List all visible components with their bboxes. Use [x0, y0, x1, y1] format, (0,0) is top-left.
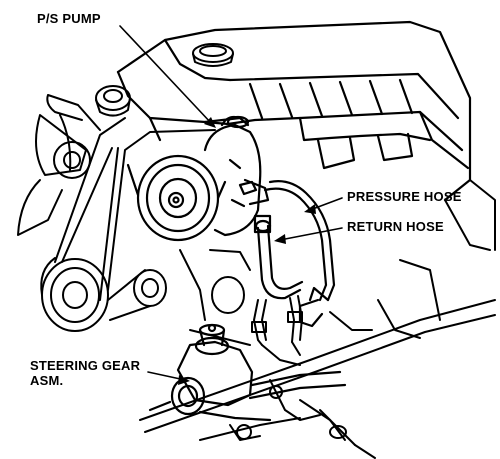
- hose-fittings: [251, 295, 303, 366]
- frame-rail: [139, 299, 496, 441]
- arrowheads: [178, 117, 316, 385]
- cooling-fan: [17, 94, 101, 236]
- ps-pump-body: [203, 115, 270, 237]
- return-hose: [253, 214, 304, 300]
- steering-gear-assembly: [148, 323, 347, 422]
- return-hose-label: RETURN HOSE: [347, 219, 444, 234]
- steering-gear-label-line2: ASM.: [30, 373, 64, 388]
- ps-pump-pulley: [126, 154, 227, 242]
- drive-belts: [54, 117, 216, 321]
- ps-pump-label: P/S PUMP: [37, 11, 101, 26]
- oil-filler-cap: [192, 43, 234, 67]
- breather-cap: [95, 85, 131, 117]
- steering-linkage: [229, 379, 376, 459]
- pressure-hose-label: PRESSURE HOSE: [347, 189, 462, 204]
- steering-gear-label-line1: STEERING GEAR: [30, 358, 141, 373]
- lower-block: [179, 179, 496, 346]
- valve-cover: [116, 20, 472, 202]
- crank-pulley: [40, 257, 245, 332]
